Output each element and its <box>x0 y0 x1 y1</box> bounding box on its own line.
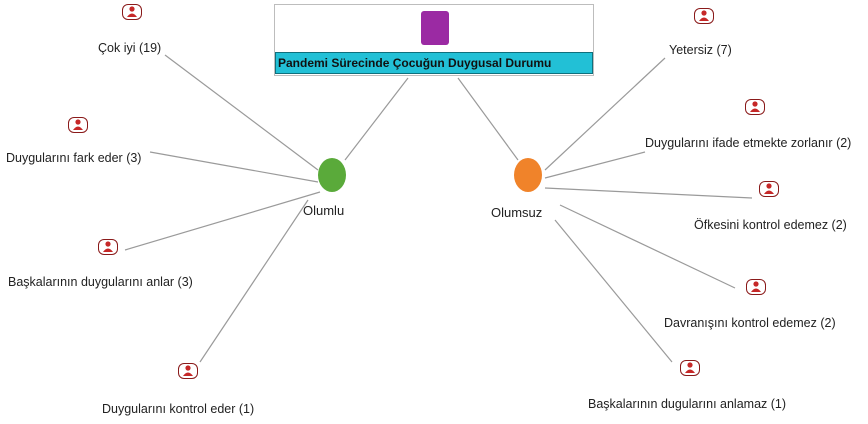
person-code-icon[interactable] <box>745 99 765 115</box>
code-duygulari-anlar: Başkalarının duygularını anlar (3) <box>8 275 193 289</box>
code-cok-iyi: Çok iyi (19) <box>98 41 162 55</box>
link-negative-ofke <box>544 187 753 199</box>
link-positive-fark <box>149 151 319 183</box>
person-code-icon[interactable] <box>122 4 142 20</box>
code-ifade-zorlanir: Duygularını ifade etmekte zorlanır (2) <box>645 136 852 150</box>
link-root-negative <box>457 77 519 161</box>
person-code-icon[interactable] <box>680 360 700 376</box>
link-root-positive <box>344 77 409 161</box>
root-color-square <box>421 11 449 45</box>
positive-node[interactable] <box>318 158 346 192</box>
link-negative-davranis <box>559 204 736 289</box>
code-kontrol-eder: Duygularını kontrol eder (1) <box>102 402 255 416</box>
person-code-icon[interactable] <box>98 239 118 255</box>
positive-label: Olumlu <box>303 203 345 218</box>
person-code-icon[interactable] <box>694 8 714 24</box>
person-code-icon[interactable] <box>178 363 198 379</box>
code-davranis-kontrol: Davranışını kontrol edemez (2) <box>664 316 836 330</box>
link-negative-ifade <box>544 151 646 179</box>
link-positive-cok-iyi <box>164 54 319 171</box>
link-negative-baskalari <box>554 219 673 363</box>
link-negative-yetersiz <box>544 57 666 171</box>
code-ofke-kontrol: Öfkesini kontrol edemez (2) <box>694 218 847 232</box>
link-positive-anlar <box>124 191 321 251</box>
root-node[interactable]: Pandemi Sürecinde Çocuğun Duygusal Durum… <box>274 4 594 76</box>
root-title: Pandemi Sürecinde Çocuğun Duygusal Durum… <box>275 52 593 74</box>
code-yetersiz: Yetersiz (7) <box>669 43 732 57</box>
negative-node[interactable] <box>514 158 542 192</box>
person-code-icon[interactable] <box>759 181 779 197</box>
negative-label: Olumsuz <box>491 205 543 220</box>
person-code-icon[interactable] <box>68 117 88 133</box>
person-code-icon[interactable] <box>746 279 766 295</box>
link-positive-kontrol <box>199 199 309 363</box>
code-fark-eder: Duygularını fark eder (3) <box>6 151 142 165</box>
code-baskalari-anlamaz: Başkalarının dugularını anlamaz (1) <box>588 397 787 411</box>
